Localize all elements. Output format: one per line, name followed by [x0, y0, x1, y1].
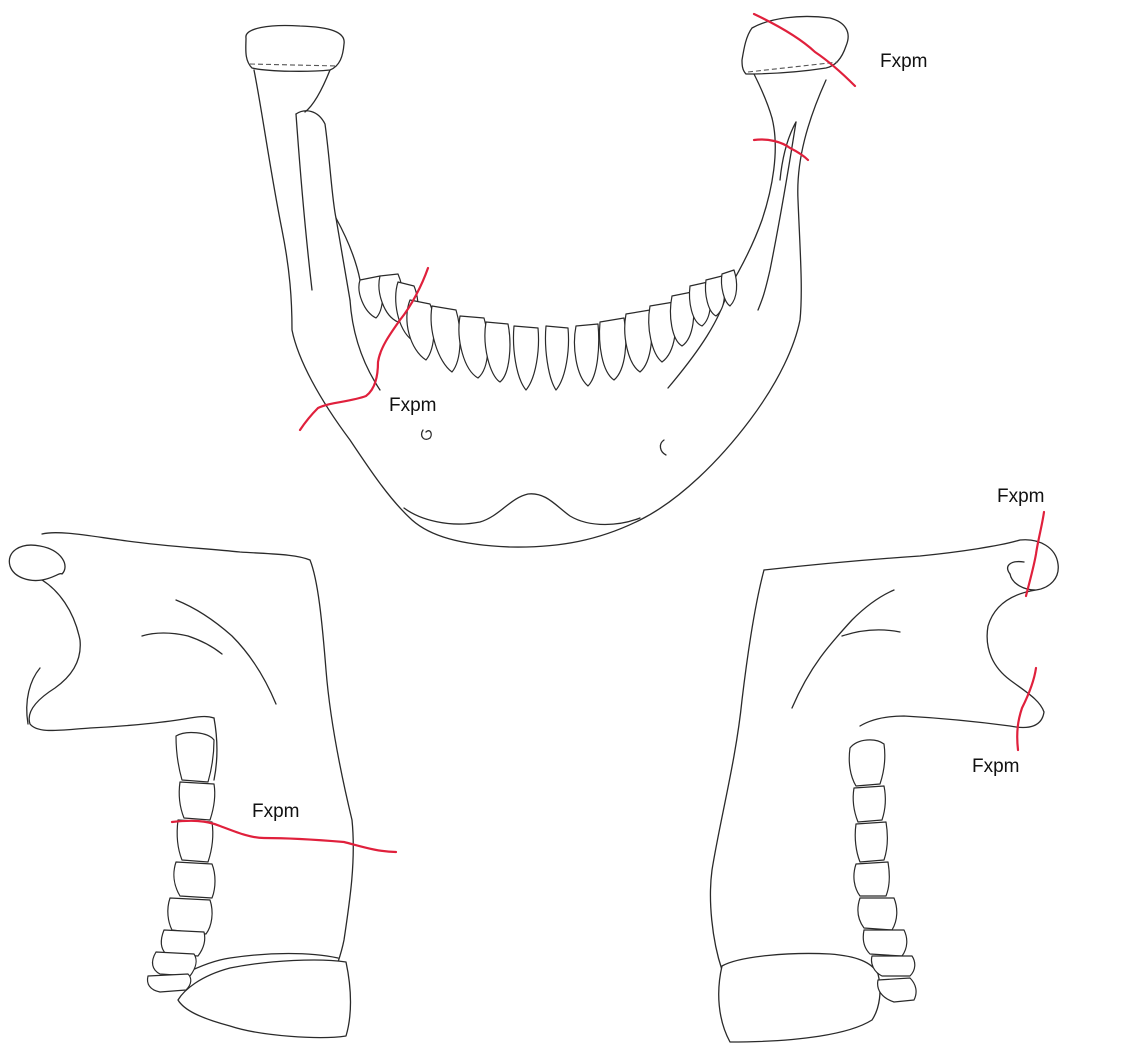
fracture-line-left-coronoid: [1016, 666, 1038, 752]
left-lateral-outline: [763, 539, 1059, 729]
lower-teeth: [358, 269, 738, 391]
fracture-label-right-condyle: Fxpm: [880, 51, 928, 72]
right-lateral-teeth: [146, 731, 216, 993]
fracture-label-left-coronoid: Fxpm: [972, 756, 1020, 777]
right-lateral-mandible-base: [177, 959, 352, 1039]
fracture-line-left-parasymphysis: [298, 266, 430, 432]
left-condyle: [245, 24, 345, 72]
left-lateral-mandible-view: Fxpm Fxpm: [709, 486, 1059, 1043]
frontal-mandible-view: Fxpm Fxpm: [245, 12, 928, 548]
left-ramus: [253, 69, 827, 548]
fracture-label-left-condyle: Fxpm: [997, 486, 1045, 507]
fracture-line-left-condyle: [1024, 510, 1046, 598]
right-lateral-outline: [8, 544, 215, 732]
left-lateral-teeth: [848, 739, 917, 1003]
fracture-label-left-parasymphysis: Fxpm: [389, 395, 437, 416]
fracture-line-right-body: [170, 819, 398, 854]
fracture-label-right-body: Fxpm: [252, 801, 300, 822]
right-condyle: [741, 15, 849, 75]
fracture-line-right-neck: [752, 138, 810, 162]
mental-protuberance: [403, 493, 641, 526]
fracture-line-right-condyle: [752, 12, 857, 88]
mental-foramen-left: [420, 429, 432, 440]
left-lateral-mandible-base: [718, 952, 881, 1043]
right-lateral-mandible-view: Fxpm: [8, 532, 398, 1039]
mental-foramen-right: [659, 439, 667, 456]
